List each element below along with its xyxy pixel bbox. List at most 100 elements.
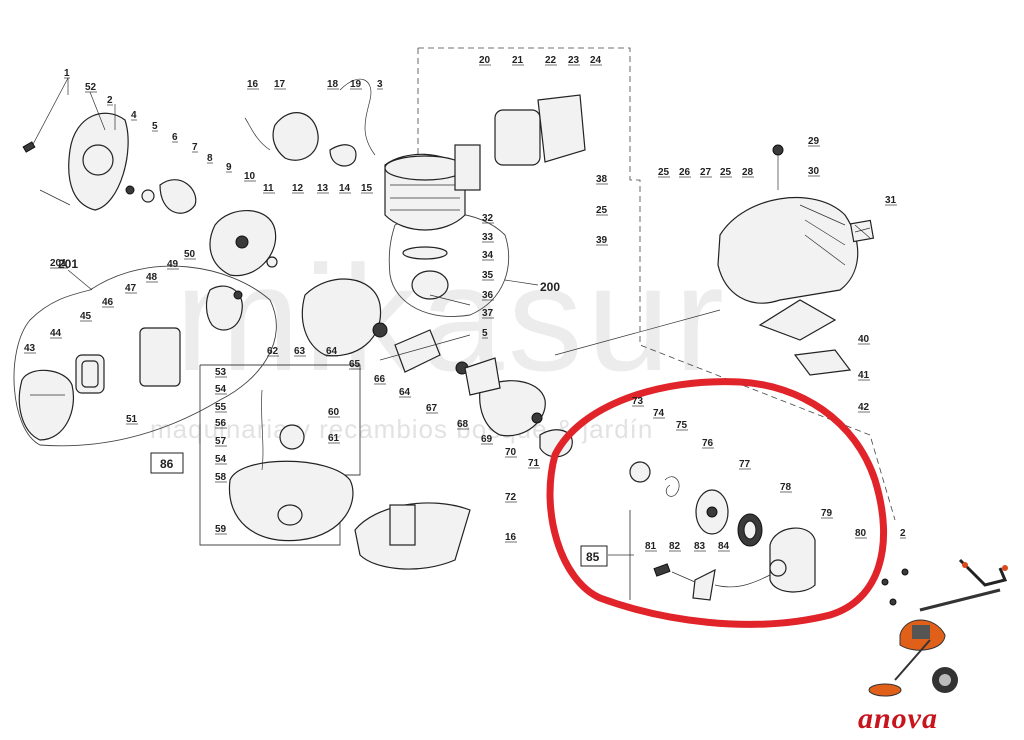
part-label: 16 (247, 79, 259, 90)
part-label: 72 (505, 492, 517, 503)
part-label: 64 (399, 387, 411, 398)
part-label: 65 (349, 359, 361, 370)
part-label: 44 (50, 328, 62, 339)
part-label: 2 (107, 95, 113, 106)
part-label: 54 (215, 384, 227, 395)
highlight-ellipse (546, 378, 888, 628)
part-label: 48 (146, 272, 158, 283)
part-label: 10 (244, 171, 256, 182)
part-label: 17 (274, 79, 286, 90)
part-label: 80 (855, 528, 867, 539)
part-label: 42 (858, 402, 870, 413)
part-label: 54 (215, 454, 227, 465)
part-label: 73 (632, 396, 644, 407)
part-label: 57 (215, 436, 227, 447)
part-label: 45 (80, 311, 92, 322)
part-label: 84 (718, 541, 730, 552)
part-label: 28 (742, 167, 754, 178)
part-label: 83 (694, 541, 706, 552)
part-label: 201 (50, 258, 67, 269)
part-label: 11 (263, 183, 274, 194)
part-label: 25 (720, 167, 732, 178)
part-label: 78 (780, 482, 792, 493)
group-86-box (150, 452, 184, 474)
part-label: 49 (167, 259, 179, 270)
part-label: 16 (505, 532, 517, 543)
group-label-86: 86 (160, 457, 174, 471)
part-label: 43 (24, 343, 36, 354)
part-label: 29 (808, 136, 820, 147)
part-label: 38 (596, 174, 608, 185)
part-label: 62 (267, 346, 279, 357)
part-label: 27 (700, 167, 712, 178)
group-label-200: 200 (540, 280, 560, 294)
part-label: 39 (596, 235, 608, 246)
part-label: 74 (653, 408, 665, 419)
part-label: 23 (568, 55, 580, 66)
group-label-85: 85 (586, 550, 600, 564)
part-label: 51 (126, 414, 138, 425)
part-label: 60 (328, 407, 340, 418)
part-label: 12 (292, 183, 304, 194)
part-label: 24 (590, 55, 602, 66)
part-label: 9 (226, 162, 232, 173)
part-label: 35 (482, 270, 494, 281)
group-label-201: 201 (58, 257, 78, 271)
part-label: 68 (457, 419, 469, 430)
part-label: 22 (545, 55, 557, 66)
part-label: 26 (679, 167, 691, 178)
group-85-box (580, 545, 608, 567)
part-label: 79 (821, 508, 833, 519)
machine-thumbnail (868, 558, 1008, 697)
part-label: 58 (215, 472, 227, 483)
part-label: 5 (482, 328, 488, 339)
part-label: 19 (350, 79, 362, 90)
part-label: 13 (317, 183, 329, 194)
part-label: 66 (374, 374, 386, 385)
part-label: 30 (808, 166, 820, 177)
part-label: 63 (294, 346, 306, 357)
part-label: 75 (676, 420, 688, 431)
part-label: 14 (339, 183, 351, 194)
part-label: 70 (505, 447, 517, 458)
part-label: 56 (215, 418, 227, 429)
part-label: 31 (885, 195, 897, 206)
part-label: 2 (900, 528, 906, 539)
part-label: 1 (64, 68, 70, 79)
part-label: 69 (481, 434, 493, 445)
part-label: 6 (172, 132, 178, 143)
part-label: 8 (207, 153, 213, 164)
part-label: 15 (361, 183, 373, 194)
part-label: 34 (482, 250, 494, 261)
part-label: 21 (512, 55, 524, 66)
part-label: 37 (482, 308, 494, 319)
part-label: 61 (328, 433, 340, 444)
part-label: 32 (482, 213, 494, 224)
part-label: 55 (215, 402, 227, 413)
part-label: 50 (184, 249, 196, 260)
part-label: 40 (858, 334, 870, 345)
part-label: 25 (596, 205, 608, 216)
part-label: 20 (479, 55, 491, 66)
part-label: 36 (482, 290, 494, 301)
part-label: 82 (669, 541, 681, 552)
part-label: 67 (426, 403, 438, 414)
part-label: 18 (327, 79, 339, 90)
part-label: 7 (192, 142, 198, 153)
part-label: 47 (125, 283, 137, 294)
part-label: 64 (326, 346, 338, 357)
part-label: 33 (482, 232, 494, 243)
part-label: 71 (528, 458, 540, 469)
part-label: 5 (152, 121, 158, 132)
part-label: 59 (215, 524, 227, 535)
part-label: 46 (102, 297, 114, 308)
part-label: 3 (377, 79, 383, 90)
part-label: 25 (658, 167, 670, 178)
part-label: 81 (645, 541, 657, 552)
brand-logo: anova (858, 702, 938, 735)
part-label: 4 (131, 110, 137, 121)
part-label: 52 (85, 82, 97, 93)
part-label: 53 (215, 367, 227, 378)
